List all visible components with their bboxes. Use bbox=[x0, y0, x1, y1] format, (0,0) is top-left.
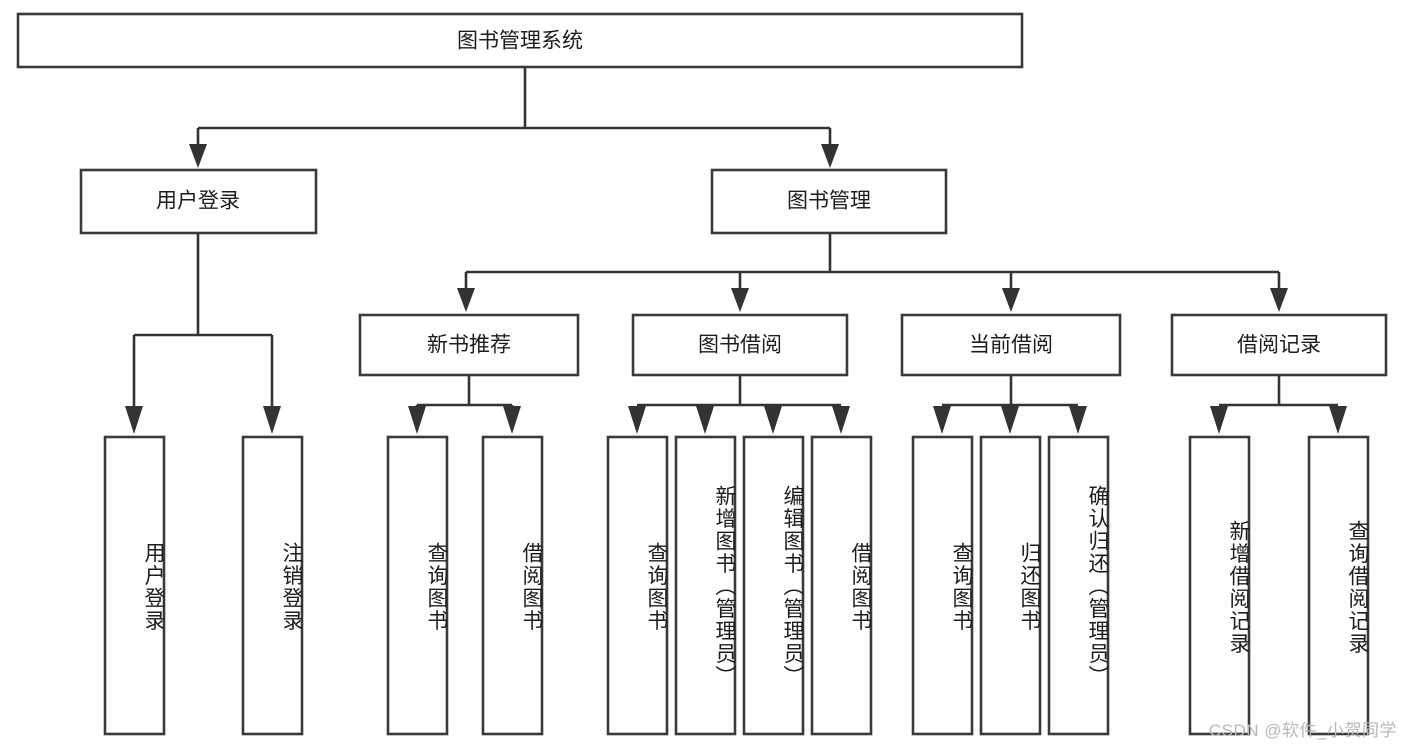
node-new-book-recommend-label: 新书推荐 bbox=[427, 334, 511, 357]
arrow-borrow-to-leaf-4 bbox=[832, 406, 850, 434]
node-book-management[interactable]: 图书管理 bbox=[710, 168, 948, 235]
leaf-box-edit-book-admin[interactable] bbox=[742, 435, 805, 736]
arrow-current-to-leaf-3 bbox=[1069, 406, 1087, 434]
leaf-box-borrow-book-new[interactable] bbox=[481, 435, 544, 736]
arrow-borrow-to-leaf-3 bbox=[764, 406, 782, 434]
csdn-watermark: CSDN @软件_小贺同学 bbox=[1208, 721, 1397, 740]
arrow-book-mgmt-to-borrow bbox=[731, 288, 749, 312]
node-new-book-recommend[interactable]: 新书推荐 bbox=[358, 313, 580, 377]
node-root-label: 图书管理系统 bbox=[457, 30, 583, 53]
leaf-box-add-borrow-record[interactable] bbox=[1188, 435, 1251, 736]
arrow-current-to-leaf-2 bbox=[1001, 406, 1019, 434]
node-current-borrow-label: 当前借阅 bbox=[969, 334, 1053, 357]
node-root-box[interactable] bbox=[16, 12, 1024, 69]
node-current-borrow[interactable]: 当前借阅 bbox=[900, 313, 1122, 377]
leaf-box-return-book[interactable] bbox=[979, 435, 1042, 736]
leaf-box-query-book-current[interactable] bbox=[911, 435, 974, 736]
arrow-record-to-leaf-1 bbox=[1210, 406, 1228, 434]
arrow-user-login-to-leaf-2 bbox=[263, 406, 281, 434]
node-book-borrow-box[interactable] bbox=[631, 313, 849, 377]
arrow-root-to-book-mgmt bbox=[821, 144, 839, 168]
leaf-box-confirm-return-admin[interactable] bbox=[1047, 435, 1110, 736]
leaf-box-query-borrow-record[interactable] bbox=[1307, 435, 1370, 736]
node-user-login-label: 用户登录 bbox=[156, 190, 240, 213]
arrow-root-to-user-login bbox=[189, 144, 207, 168]
node-root[interactable]: 图书管理系统 bbox=[16, 12, 1024, 69]
arrow-borrow-to-leaf-1 bbox=[628, 406, 646, 434]
arrow-user-login-to-leaf-1 bbox=[125, 406, 143, 434]
leaf-box-add-book-admin[interactable] bbox=[674, 435, 737, 736]
node-user-login[interactable]: 用户登录 bbox=[79, 168, 318, 235]
node-new-book-recommend-box[interactable] bbox=[358, 313, 580, 377]
arrow-book-mgmt-to-current bbox=[1002, 288, 1020, 312]
connector-layer bbox=[125, 67, 1347, 434]
arrow-new-book-to-leaf-2 bbox=[503, 406, 521, 434]
arrow-borrow-to-leaf-2 bbox=[696, 406, 714, 434]
arrow-record-to-leaf-2 bbox=[1329, 406, 1347, 434]
leaf-box-query-book-borrow[interactable] bbox=[606, 435, 669, 736]
node-book-management-box[interactable] bbox=[710, 168, 948, 235]
node-book-borrow-label: 图书借阅 bbox=[698, 334, 782, 357]
leaf-box-layer bbox=[103, 435, 1370, 736]
node-borrow-record-label: 借阅记录 bbox=[1237, 334, 1321, 357]
arrow-book-mgmt-to-record bbox=[1270, 288, 1288, 312]
arrow-new-book-to-leaf-1 bbox=[408, 406, 426, 434]
node-book-borrow[interactable]: 图书借阅 bbox=[631, 313, 849, 377]
leaf-box-query-book-new[interactable] bbox=[386, 435, 449, 736]
leaf-box-borrow-book[interactable] bbox=[810, 435, 873, 736]
leaf-box-logout-login[interactable] bbox=[241, 435, 304, 736]
node-current-borrow-box[interactable] bbox=[900, 313, 1122, 377]
node-book-management-label: 图书管理 bbox=[787, 190, 871, 213]
leaf-box-user-login[interactable] bbox=[103, 435, 166, 736]
arrow-book-mgmt-to-new-book bbox=[457, 288, 475, 312]
node-borrow-record-box[interactable] bbox=[1170, 313, 1388, 377]
arrow-current-to-leaf-1 bbox=[933, 406, 951, 434]
node-borrow-record[interactable]: 借阅记录 bbox=[1170, 313, 1388, 377]
node-user-login-box[interactable] bbox=[79, 168, 318, 235]
